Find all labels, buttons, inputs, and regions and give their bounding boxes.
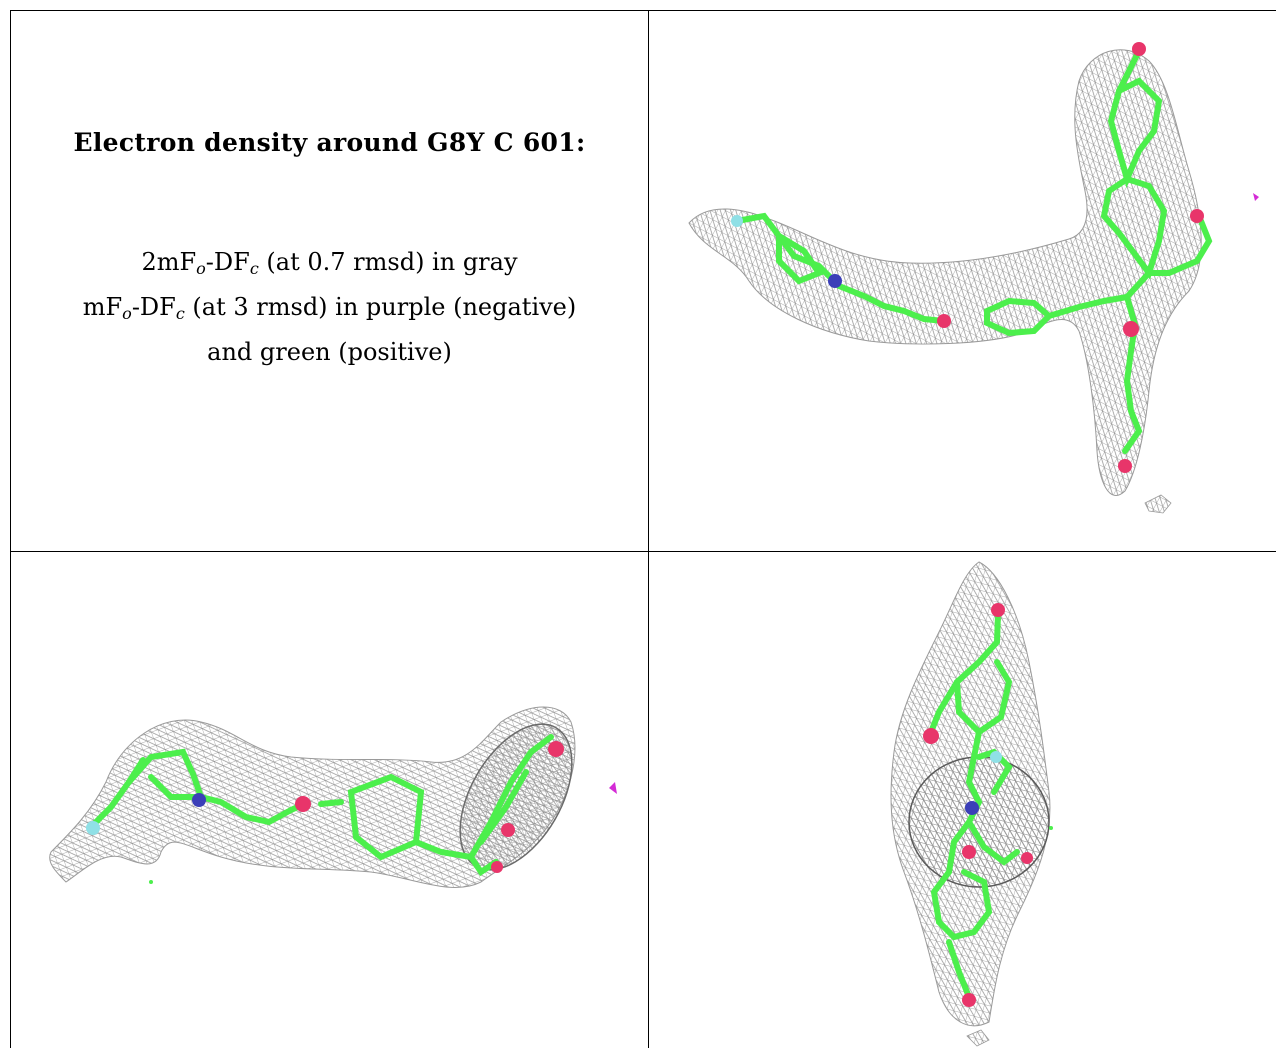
oxygen-atom (962, 845, 976, 859)
oxygen-atom (548, 741, 564, 757)
nitrogen-atom (828, 274, 842, 288)
figure-grid: Electron density around G8Y C 601: 2mFo-… (10, 10, 1276, 1048)
oxygen-atom (1118, 459, 1132, 473)
negative-difference-density (609, 782, 617, 794)
density-view-3 (649, 552, 1276, 1048)
oxygen-atom (1190, 209, 1204, 223)
legend-line-fo: mFo-DFc (at 3 rmsd) in purple (negative) (82, 293, 577, 323)
atom-spheres (86, 741, 564, 873)
legend-line-2fo: 2mFo-DFc (at 0.7 rmsd) in gray (141, 248, 518, 278)
atom-spheres (731, 42, 1204, 473)
ligand-stick-model (90, 734, 554, 877)
legend-line-colors: and green (positive) (207, 338, 452, 366)
vertical-divider (648, 10, 649, 1048)
negative-difference-density (1253, 193, 1259, 201)
oxygen-atom (1123, 321, 1139, 337)
density-view-3-canvas (890, 561, 1053, 1047)
density-view-2 (11, 552, 648, 1048)
nitrogen-atom (192, 793, 206, 807)
electron-density-mesh (688, 49, 1202, 514)
density-legend: 2mFo-DFc (at 0.7 rmsd) in gray mFo-DFc (… (11, 243, 648, 372)
positive-difference-density (1049, 826, 1053, 830)
nitrogen-atom (965, 801, 979, 815)
atom-spheres (923, 603, 1033, 1007)
oxygen-atom (295, 796, 311, 812)
caption-cell: Electron density around G8Y C 601: 2mFo-… (11, 11, 648, 551)
top-border (10, 10, 1276, 11)
left-border (10, 10, 11, 1048)
oxygen-atom (962, 993, 976, 1007)
oxygen-atom (991, 603, 1005, 617)
ligand-stick-model (928, 611, 1020, 1000)
horizontal-divider (10, 551, 1276, 552)
oxygen-atom (501, 823, 515, 837)
fluorine-atom (86, 821, 100, 835)
oxygen-atom (1132, 42, 1146, 56)
density-view-2-canvas (49, 706, 617, 888)
oxygen-atom (491, 861, 503, 873)
oxygen-atom (1021, 852, 1033, 864)
positive-difference-density (149, 880, 153, 884)
density-view-1 (649, 11, 1276, 551)
page-title: Electron density around G8Y C 601: (73, 128, 586, 157)
fluorine-atom (990, 751, 1002, 763)
density-view-1-canvas (688, 42, 1259, 514)
oxygen-atom (937, 314, 951, 328)
oxygen-atom (923, 728, 939, 744)
fluorine-atom (731, 215, 743, 227)
